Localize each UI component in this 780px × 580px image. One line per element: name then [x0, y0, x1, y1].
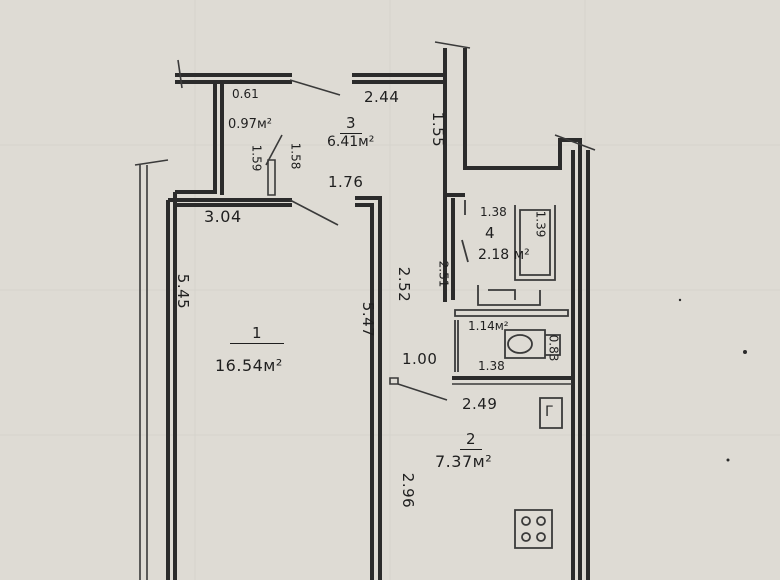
wall-top-left	[175, 59, 341, 96]
pantry-walls	[175, 82, 283, 196]
dim-2-51: 2.51	[436, 260, 451, 288]
dim-1-76: 1.76	[328, 173, 364, 191]
dim-3-04: 3.04	[204, 207, 242, 226]
wc-fixtures	[452, 320, 572, 385]
room-4-area: 2.18 м²	[478, 247, 530, 263]
dim-1-00: 1.00	[402, 350, 438, 368]
bathroom-fixtures	[454, 200, 569, 317]
room-1-number: 1	[230, 324, 284, 344]
dim-5-47: 5.47	[359, 301, 378, 338]
dim-1-55: 1.55	[429, 111, 448, 148]
dim-1-59: 1.59	[249, 144, 264, 172]
room-1-area: 16.54м²	[215, 356, 283, 375]
kitchen-fixtures	[514, 397, 563, 549]
dim-0-61: 0.61	[232, 87, 259, 101]
paper-marks	[678, 298, 747, 462]
outer-right-walls	[434, 41, 596, 580]
dim-0-83: 0.83	[546, 334, 561, 362]
room-3-number-text: 3	[340, 114, 362, 134]
wall-top-right	[352, 73, 445, 84]
wc-area: 1.14м²	[468, 319, 509, 333]
room-4-number: 4	[485, 224, 495, 242]
room-2-number: 2	[460, 430, 482, 450]
room-1-number-text: 1	[230, 324, 284, 344]
room-1-walls	[134, 159, 448, 580]
dim-2-44: 2.44	[364, 88, 400, 106]
boiler-icon: Г	[545, 404, 554, 420]
dim-2-49: 2.49	[462, 395, 498, 413]
dim-1-58: 1.58	[288, 142, 303, 170]
dim-5-45: 5.45	[174, 273, 193, 310]
dim-1-39: 1.39	[533, 210, 548, 238]
dim-2-96: 2.96	[399, 472, 418, 509]
room-3-number: 3	[340, 114, 362, 134]
dim-2-52: 2.52	[395, 266, 414, 303]
room-2-area: 7.37м²	[435, 452, 493, 471]
room-3-area: 6.41м²	[327, 134, 375, 150]
room-2-number-text: 2	[460, 430, 482, 450]
dim-1-38-top: 1.38	[480, 205, 507, 219]
dim-1-38-bottom: 1.38	[478, 359, 505, 373]
pantry-area: 0.97м²	[228, 117, 272, 132]
